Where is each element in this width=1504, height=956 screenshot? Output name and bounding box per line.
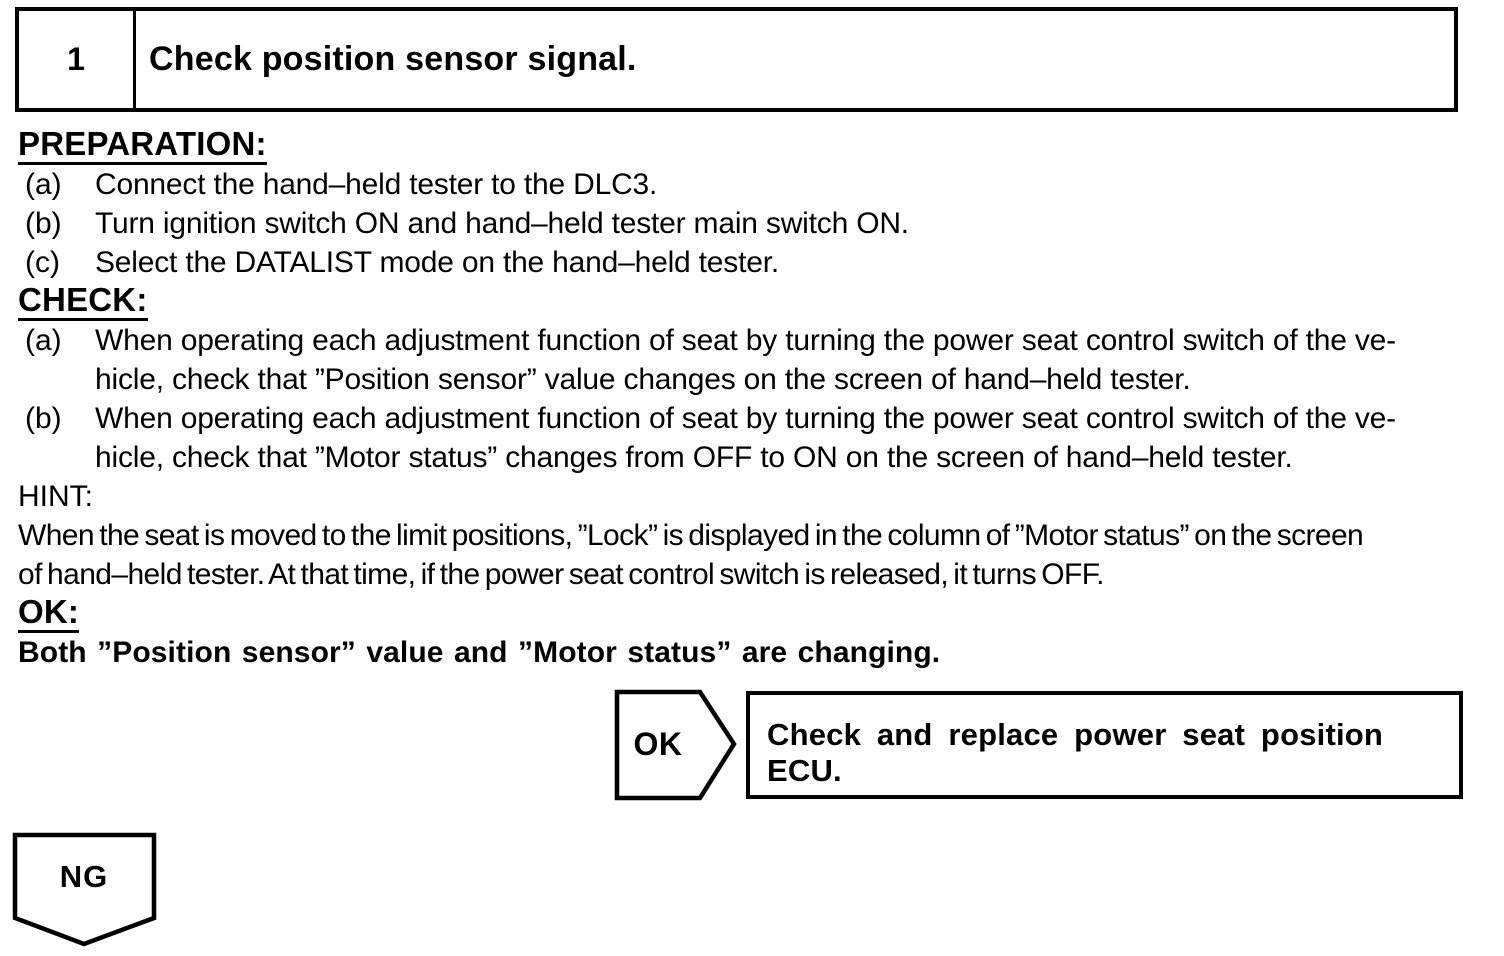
procedure-content: PREPARATION: (a) Connect the hand–held t… xyxy=(18,126,1484,672)
ng-connector-label: NG xyxy=(59,859,109,894)
step-number: 1 xyxy=(19,11,136,108)
list-item-label: (c) xyxy=(25,246,60,279)
ng-connector-arrow-icon xyxy=(12,832,157,947)
check-heading: CHECK: xyxy=(18,282,148,321)
list-item-label: (a) xyxy=(25,324,62,357)
ok-result-text: Check and replace power seat position EC… xyxy=(767,717,1384,788)
hint-heading: HINT: xyxy=(18,480,93,513)
list-item: (a) Connect the hand–held tester to the … xyxy=(18,165,1484,204)
list-item-label: (b) xyxy=(25,402,62,435)
list-item-text: Connect the hand–held tester to the DLC3… xyxy=(95,168,658,201)
ok-heading-line: OK: xyxy=(18,594,1484,633)
list-item-label: (b) xyxy=(25,207,62,240)
ok-statement: Both ”Position sensor” value and ”Motor … xyxy=(18,636,941,669)
step-header: 1 Check position sensor signal. xyxy=(15,7,1458,112)
list-item-text: Select the DATALIST mode on the hand–hel… xyxy=(95,246,779,279)
check-heading-line: CHECK: xyxy=(18,282,1484,321)
ok-heading: OK: xyxy=(18,594,80,633)
list-item: (b) Turn ignition switch ON and hand–hel… xyxy=(18,204,1484,243)
list-item-label: (a) xyxy=(25,168,62,201)
ok-connector-arrow-icon xyxy=(614,689,737,801)
ok-result-box: Check and replace power seat position EC… xyxy=(746,691,1463,799)
preparation-heading-line: PREPARATION: xyxy=(18,126,1484,165)
list-item: (b) When operating each adjustment funct… xyxy=(18,399,1484,477)
list-item-text: When operating each adjustment function … xyxy=(95,402,1396,474)
step-title: Check position sensor signal. xyxy=(149,40,637,78)
list-item-text: When operating each adjustment function … xyxy=(95,324,1396,396)
preparation-heading: PREPARATION: xyxy=(18,126,267,165)
ok-connector-label: OK xyxy=(633,725,683,762)
list-item-text: Turn ignition switch ON and hand–held te… xyxy=(95,207,909,240)
hint-text: When the seat is moved to the limit posi… xyxy=(18,519,1364,591)
list-item: (c) Select the DATALIST mode on the hand… xyxy=(18,243,1484,282)
list-item: (a) When operating each adjustment funct… xyxy=(18,321,1484,399)
